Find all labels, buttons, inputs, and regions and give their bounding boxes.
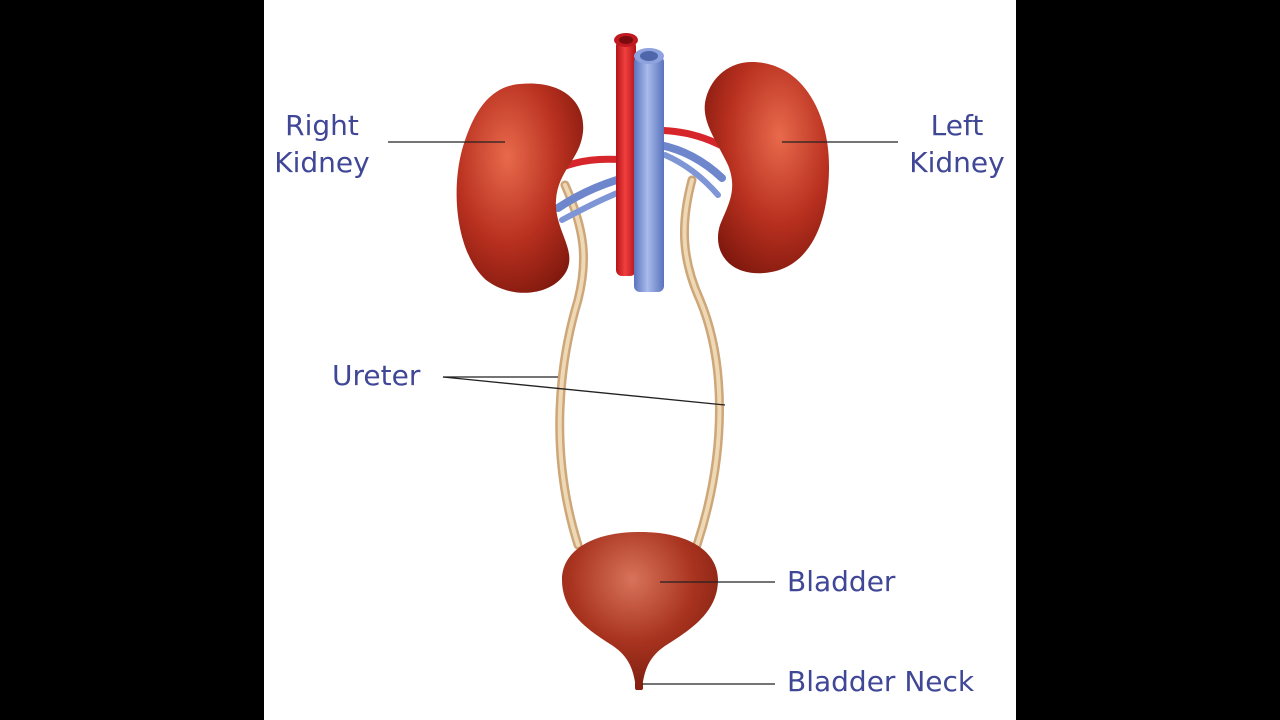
ureter-leader-left	[442, 376, 726, 406]
bladder-label: Bladder	[787, 565, 896, 598]
ureter-label: Ureter	[332, 359, 421, 392]
right-ureter-highlight	[557, 183, 586, 547]
right-kidney-label-line-2: Kidney	[274, 146, 370, 179]
ureter-tubes	[555, 175, 724, 550]
leader-lines	[388, 141, 898, 685]
left-renal-vein	[656, 141, 726, 182]
left-kidney-label-line-1: Left	[930, 109, 984, 142]
bladder-shape	[562, 532, 718, 690]
right-kidney	[456, 83, 584, 293]
bladder-neck-label: Bladder Neck	[787, 665, 975, 698]
left-ureter-highlight	[682, 178, 722, 547]
right-kidney-label: Right Kidney	[272, 107, 372, 181]
right-kidney-label-line-1: Right	[285, 109, 359, 142]
left-renal-vein-2	[662, 152, 721, 198]
vena-cava	[634, 48, 664, 292]
aorta	[614, 33, 638, 276]
left-ureter	[679, 175, 724, 550]
left-kidney	[704, 62, 830, 274]
left-kidney-label: Left Kidney	[906, 107, 1008, 181]
left-kidney-label-line-2: Kidney	[909, 146, 1005, 179]
